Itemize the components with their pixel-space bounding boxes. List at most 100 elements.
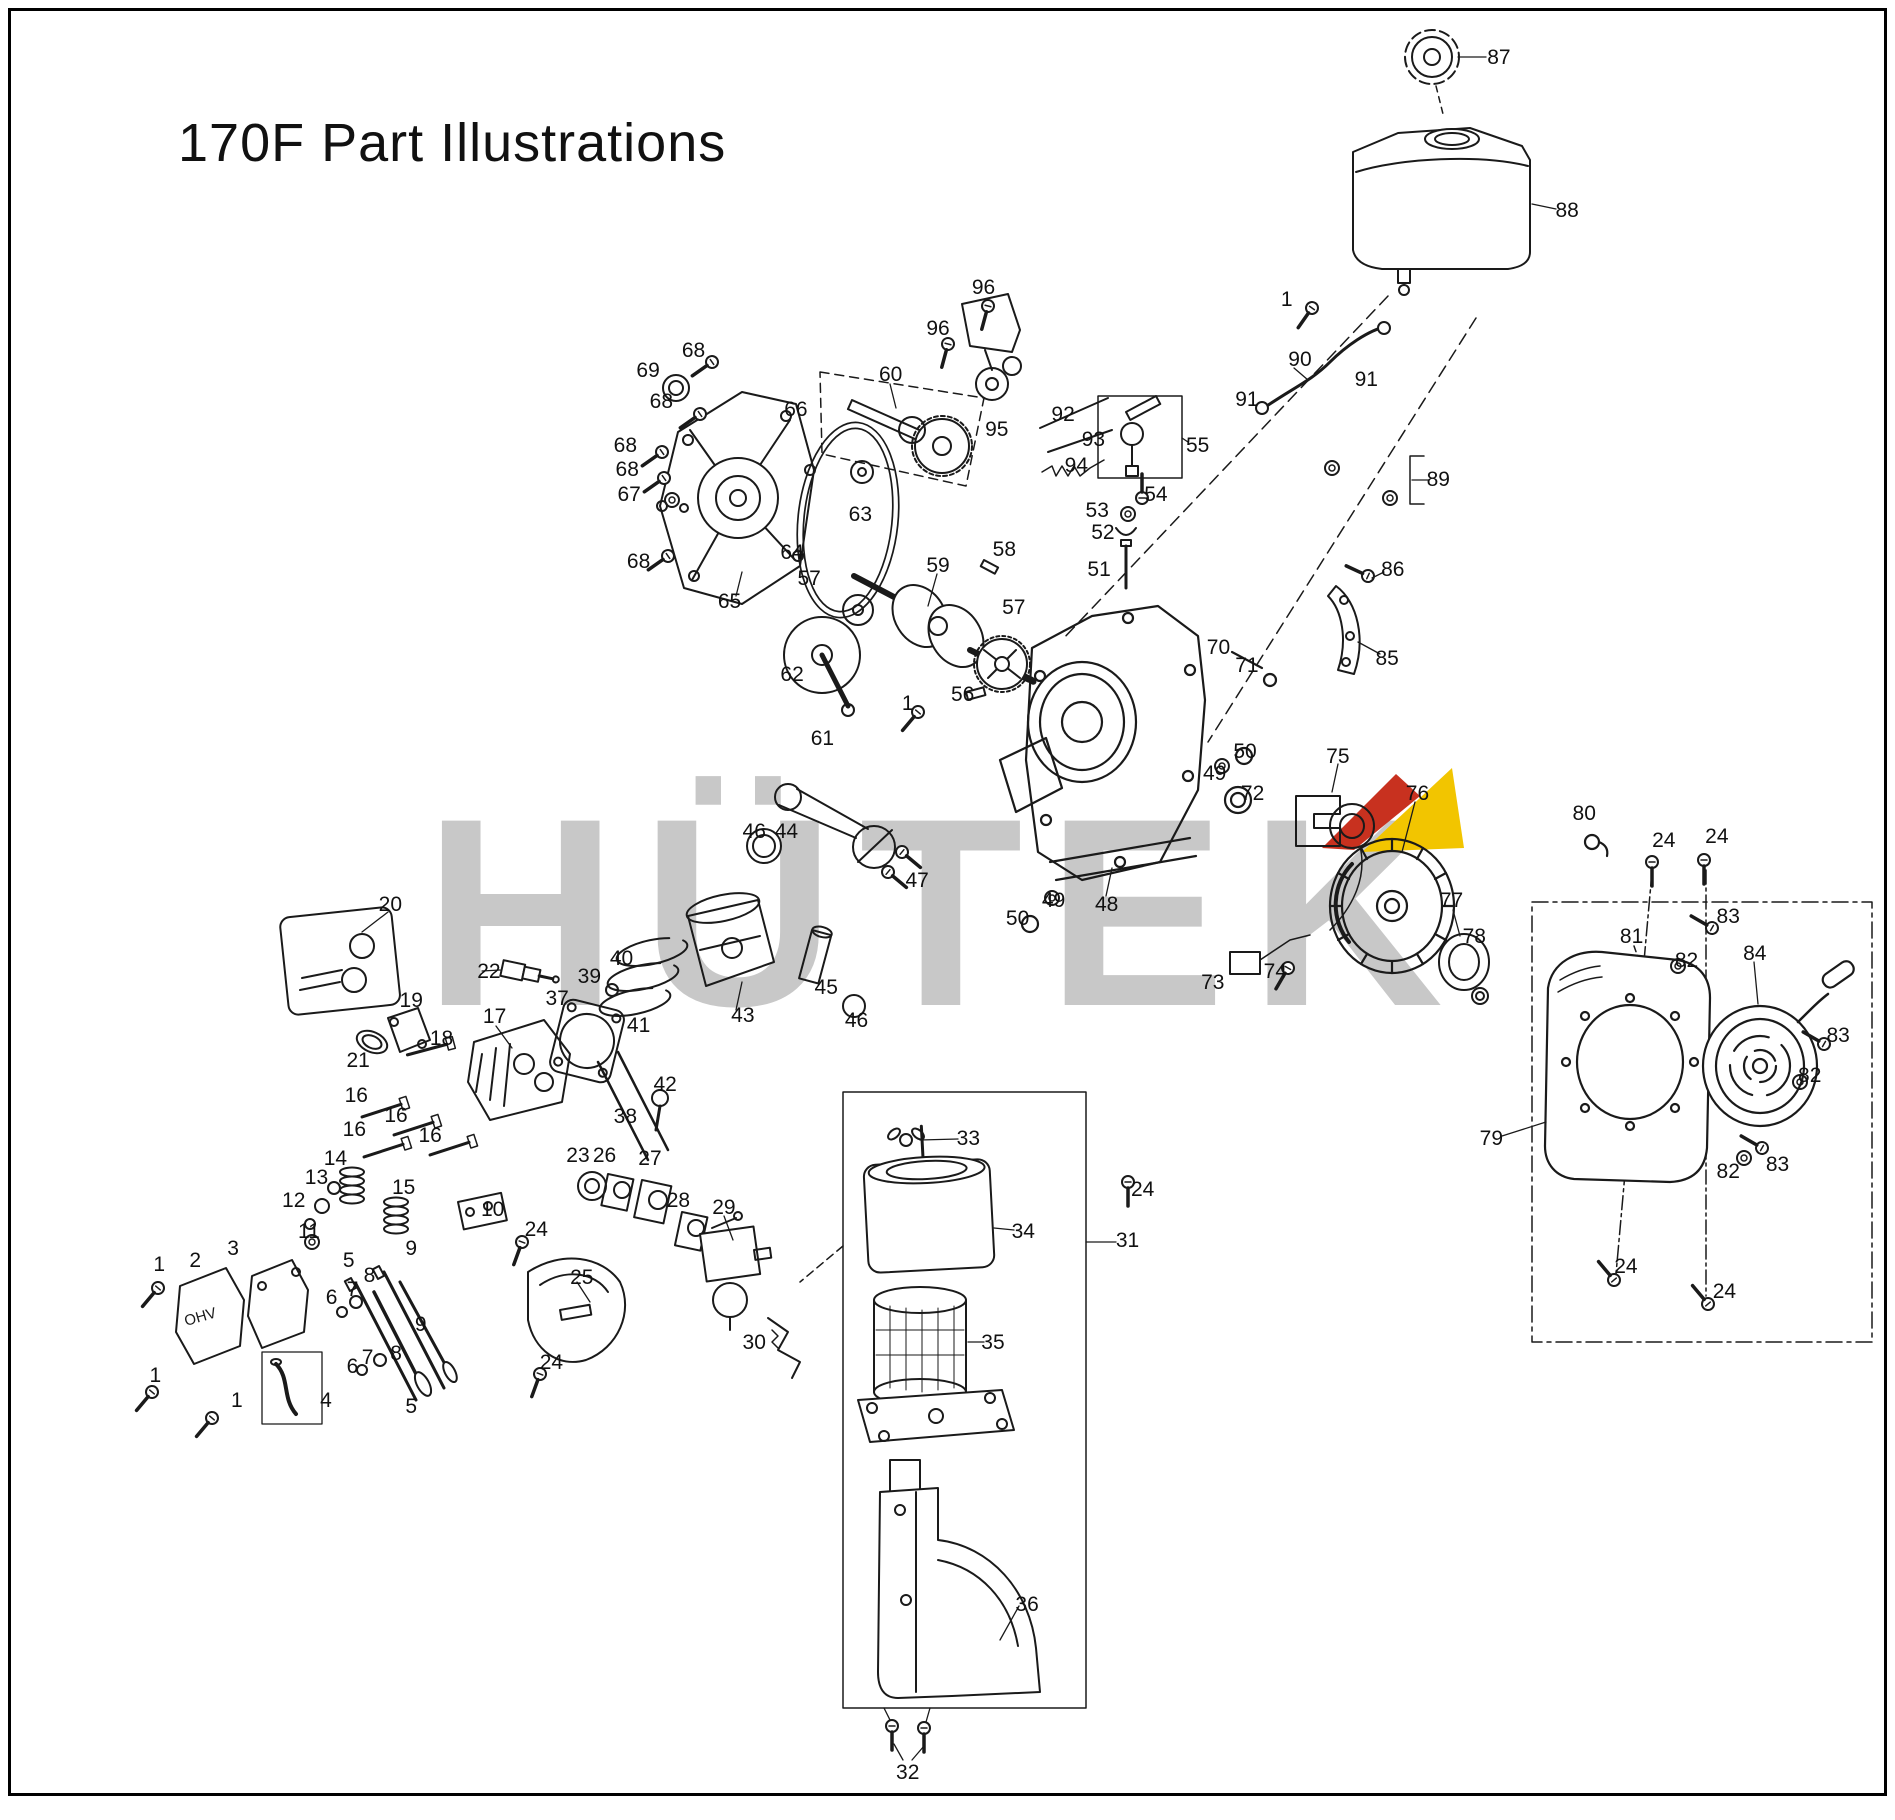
governor-assembly bbox=[934, 293, 1113, 477]
callout-76: 76 bbox=[1405, 781, 1430, 805]
callout-64: 64 bbox=[780, 541, 804, 565]
callout-94: 94 bbox=[1064, 453, 1089, 477]
callout-30: 30 bbox=[742, 1331, 766, 1355]
callout-9: 9 bbox=[414, 1312, 427, 1336]
callout-45: 45 bbox=[814, 976, 838, 1000]
callout-66: 66 bbox=[784, 397, 808, 421]
callout-91: 91 bbox=[1354, 368, 1378, 392]
callout-37: 37 bbox=[545, 987, 569, 1011]
callout-90: 90 bbox=[1288, 348, 1312, 372]
callout-28: 28 bbox=[666, 1189, 691, 1213]
callout-83: 83 bbox=[1765, 1152, 1790, 1176]
callout-12: 12 bbox=[282, 1189, 306, 1213]
callout-56: 56 bbox=[950, 683, 975, 707]
callout-83: 83 bbox=[1826, 1023, 1850, 1047]
callout-73: 73 bbox=[1201, 970, 1225, 994]
callout-3: 3 bbox=[227, 1236, 239, 1260]
valve-train bbox=[304, 1094, 508, 1250]
starter-cup bbox=[1438, 933, 1490, 1005]
callout-2: 2 bbox=[189, 1249, 202, 1273]
callout-49: 49 bbox=[1041, 888, 1066, 912]
tank-mount-hardware bbox=[1324, 455, 1425, 506]
callout-63: 63 bbox=[848, 503, 873, 527]
oil-slinger bbox=[783, 616, 861, 717]
callout-16: 16 bbox=[342, 1118, 367, 1142]
callout-84: 84 bbox=[1743, 941, 1767, 965]
callout-24: 24 bbox=[524, 1218, 548, 1242]
callout-60: 60 bbox=[878, 362, 903, 386]
callout-16: 16 bbox=[418, 1123, 442, 1147]
crankcase-cover bbox=[656, 391, 816, 605]
flywheel bbox=[1328, 837, 1456, 975]
callout-82: 82 bbox=[1716, 1160, 1740, 1184]
callout-78: 78 bbox=[1462, 925, 1486, 949]
page-frame bbox=[8, 8, 1887, 1796]
callout-46: 46 bbox=[742, 819, 766, 843]
callout-35: 35 bbox=[981, 1331, 1005, 1355]
callout-32: 32 bbox=[896, 1760, 920, 1784]
callout-5: 5 bbox=[405, 1394, 418, 1418]
callout-16: 16 bbox=[344, 1083, 368, 1107]
callout-1: 1 bbox=[901, 692, 914, 716]
callout-62: 62 bbox=[780, 663, 804, 687]
callout-1: 1 bbox=[149, 1363, 162, 1387]
callout-24: 24 bbox=[1130, 1178, 1155, 1202]
callout-19: 19 bbox=[399, 989, 423, 1012]
page-title: 170F Part Illustrations bbox=[178, 113, 727, 173]
callout-57: 57 bbox=[797, 566, 821, 590]
callout-81: 81 bbox=[1619, 925, 1644, 949]
callout-17: 17 bbox=[482, 1005, 507, 1029]
callout-89: 89 bbox=[1426, 468, 1450, 492]
callout-20: 20 bbox=[378, 892, 403, 916]
fuel-petcock bbox=[1097, 395, 1183, 479]
fuel-filter-cup bbox=[1115, 472, 1150, 590]
callout-54: 54 bbox=[1144, 483, 1168, 507]
callout-80: 80 bbox=[1572, 801, 1596, 825]
crankcase bbox=[998, 604, 1278, 934]
callout-87: 87 bbox=[1487, 46, 1511, 70]
callout-4: 4 bbox=[320, 1389, 332, 1413]
leader-lines bbox=[361, 56, 1759, 1761]
callout-5: 5 bbox=[342, 1249, 355, 1273]
callout-91: 91 bbox=[1235, 388, 1259, 412]
callout-1: 1 bbox=[1280, 288, 1293, 312]
callout-93: 93 bbox=[1081, 428, 1106, 452]
connecting-rod bbox=[746, 783, 926, 894]
callout-21: 21 bbox=[346, 1049, 370, 1073]
callout-13: 13 bbox=[304, 1165, 329, 1189]
callout-41: 41 bbox=[626, 1014, 651, 1038]
fuel-tank bbox=[1352, 127, 1531, 296]
callout-49: 49 bbox=[1203, 761, 1227, 785]
fuel-line bbox=[1255, 297, 1391, 415]
carburetor bbox=[699, 1211, 801, 1379]
callout-67: 67 bbox=[617, 483, 641, 507]
spark-plug bbox=[499, 959, 560, 984]
callout-24: 24 bbox=[539, 1351, 564, 1375]
callout-71: 71 bbox=[1235, 654, 1259, 678]
callout-36: 36 bbox=[1015, 1593, 1039, 1617]
callout-18: 18 bbox=[429, 1027, 454, 1051]
callout-68: 68 bbox=[615, 457, 639, 481]
callout-72: 72 bbox=[1240, 781, 1265, 805]
callout-59: 59 bbox=[926, 554, 950, 578]
callout-96: 96 bbox=[926, 317, 950, 341]
cover-gasket bbox=[796, 421, 900, 619]
callout-31: 31 bbox=[1115, 1229, 1140, 1253]
callout-7: 7 bbox=[361, 1345, 374, 1369]
callout-74: 74 bbox=[1263, 959, 1288, 983]
callout-57: 57 bbox=[1002, 595, 1026, 619]
callout-6: 6 bbox=[325, 1285, 338, 1309]
callout-95: 95 bbox=[985, 417, 1009, 441]
callout-75: 75 bbox=[1326, 745, 1350, 769]
callout-22: 22 bbox=[477, 959, 501, 983]
valve-cover: OHV bbox=[130, 1259, 323, 1442]
callout-53: 53 bbox=[1085, 499, 1109, 523]
callout-68: 68 bbox=[613, 433, 638, 457]
callout-1: 1 bbox=[231, 1389, 243, 1413]
ignition-coil bbox=[1229, 795, 1375, 994]
camshaft bbox=[846, 398, 973, 484]
callout-14: 14 bbox=[323, 1147, 348, 1171]
muffler bbox=[279, 906, 457, 1063]
